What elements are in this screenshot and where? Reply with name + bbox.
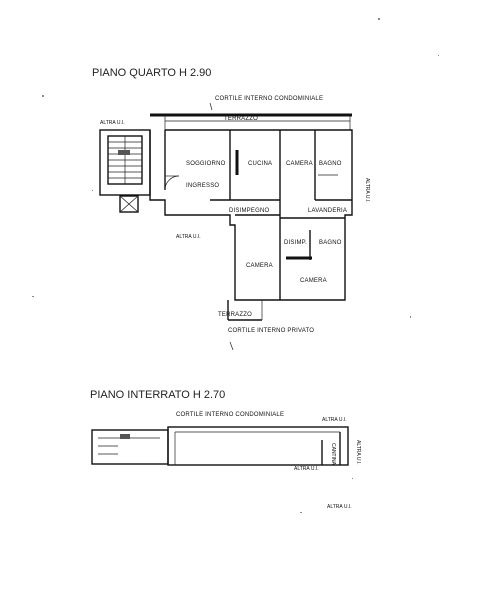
terrace-bottom-label: TERRAZZO — [218, 312, 252, 318]
apartment-walls — [149, 129, 353, 301]
room-kitchen-label: CUCINA — [248, 161, 272, 167]
room-entrance-label: INGRESSO — [186, 183, 219, 189]
courtyard-bottom-leader — [229, 341, 234, 351]
basement-walls — [91, 426, 349, 466]
basement-other-unit-right-label: ALTRA U.I. — [355, 440, 361, 465]
room-bedroom-3-label: CAMERA — [300, 278, 327, 284]
other-unit-middle-label: ALTRA U.I. — [176, 234, 201, 240]
basement-storage-label: CANTINA — [330, 443, 336, 466]
room-bedroom-2-label: CAMERA — [246, 263, 273, 269]
scan-specks — [32, 18, 439, 513]
other-unit-left-label: ALTRA U.I. — [100, 120, 125, 126]
room-living-label: SOGGIORNO — [186, 161, 226, 167]
room-hall-2-label: DISIMP. — [284, 240, 307, 246]
room-bath-2-label: BAGNO — [319, 240, 342, 246]
upper-floor-title: PIANO QUARTO H 2.90 — [92, 67, 211, 79]
stairwell — [99, 129, 151, 213]
basement-title: PIANO INTERRATO H 2.70 — [90, 389, 225, 401]
basement-courtyard-label: CORTILE INTERNO CONDOMINIALE — [176, 412, 284, 418]
terrace-top: TERRAZZO — [150, 113, 352, 130]
terrace-bottom: TERRAZZO — [218, 300, 263, 321]
courtyard-top-label: CORTILE INTERNO CONDOMINIALE — [215, 96, 323, 102]
room-laundry-label: LAVANDERIA — [308, 208, 347, 214]
basement-other-unit-bottom-label: ALTRA U.I. — [327, 504, 352, 510]
basement-other-unit-inner-label: ALTRA U.I. — [294, 466, 319, 472]
room-bath-1-label: BAGNO — [319, 161, 342, 167]
courtyard-top-leader — [209, 102, 213, 111]
terrace-top-label: TERRAZZO — [224, 116, 258, 122]
room-hall-1-label: DISIMPEGNO — [229, 208, 269, 214]
room-bedroom-1-label: CAMERA — [286, 161, 313, 167]
other-unit-right-label: ALTRA U.I. — [364, 178, 370, 203]
basement-other-unit-top-right-label: ALTRA U.I. — [322, 417, 347, 423]
courtyard-bottom-label: CORTILE INTERNO PRIVATO — [228, 328, 314, 334]
